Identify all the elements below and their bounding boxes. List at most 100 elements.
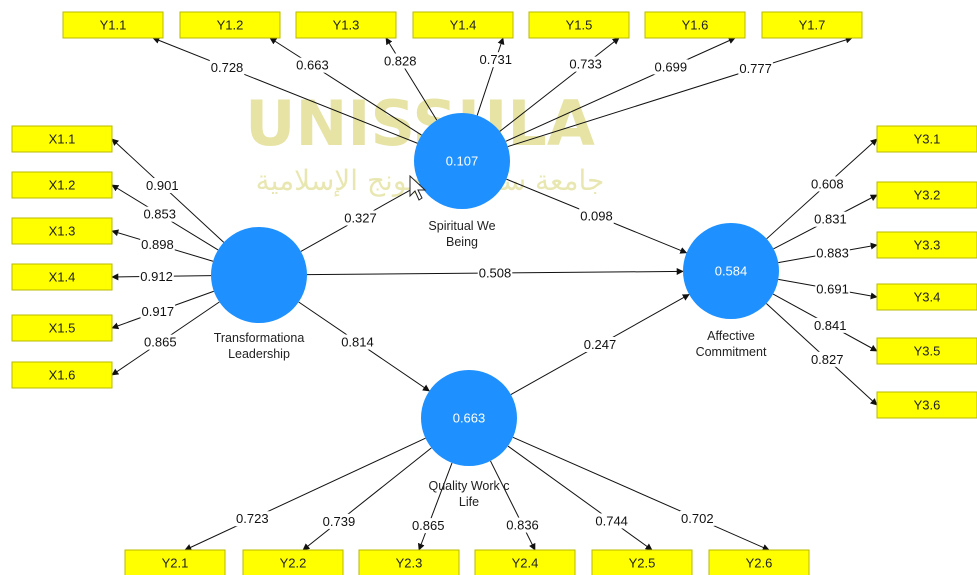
loading-label-y3-4: 0.691 bbox=[816, 282, 849, 297]
indicator-label: Y1.3 bbox=[333, 18, 360, 33]
latent-name-line: Being bbox=[446, 235, 478, 249]
indicator-y1-7: Y1.7 bbox=[761, 11, 863, 39]
loading-label-x1-5-bg bbox=[140, 303, 176, 319]
indicator-box bbox=[358, 549, 460, 575]
indicator-box bbox=[11, 217, 113, 245]
loading-label-y3-5: 0.841 bbox=[814, 318, 847, 333]
indicator-y3-6: Y3.6 bbox=[876, 391, 977, 419]
indicator-y1-5: Y1.5 bbox=[528, 11, 630, 39]
loading-label-y1-7: 0.777 bbox=[739, 61, 772, 76]
indicator-box bbox=[62, 11, 164, 39]
indicator-x1-3: X1.3 bbox=[11, 217, 113, 245]
latent-circle bbox=[421, 370, 517, 466]
loading-label-x1-3: 0.898 bbox=[141, 237, 174, 252]
loading-label-x1-1: 0.901 bbox=[146, 178, 179, 193]
indicator-box bbox=[124, 549, 226, 575]
r-squared-value: 0.107 bbox=[446, 154, 479, 169]
loading-label-y1-7-bg bbox=[738, 60, 773, 76]
loading-label-y1-2: 0.663 bbox=[296, 58, 329, 73]
indicator-box bbox=[876, 231, 977, 259]
loading-label-x1-6: 0.865 bbox=[144, 335, 177, 350]
indicator-label: Y3.5 bbox=[914, 344, 941, 359]
indicator-y2-5: Y2.5 bbox=[591, 549, 693, 575]
indicator-label: Y2.5 bbox=[629, 556, 656, 571]
indicator-y2-1: Y2.1 bbox=[124, 549, 226, 575]
loading-arrow-y2-6 bbox=[512, 436, 770, 551]
loading-label-y3-2: 0.831 bbox=[814, 212, 847, 227]
loading-label-x1-1-bg bbox=[145, 178, 180, 194]
loading-label-y3-5-bg bbox=[812, 317, 848, 333]
loading-label-x1-6-bg bbox=[143, 334, 178, 350]
r-squared-value: 0.584 bbox=[715, 264, 748, 279]
indicator-box bbox=[876, 181, 977, 209]
loading-label-y1-3-bg bbox=[382, 53, 418, 69]
loading-label-y1-3: 0.828 bbox=[384, 54, 417, 69]
indicator-box bbox=[528, 11, 630, 39]
indicator-label: X1.4 bbox=[49, 270, 76, 285]
latent-name-line: Life bbox=[459, 495, 479, 509]
loading-label-y3-1: 0.608 bbox=[811, 176, 844, 191]
latent-circle bbox=[414, 113, 510, 209]
latent-name-line: Leadership bbox=[228, 347, 290, 361]
loading-arrow-y2-3 bbox=[417, 462, 453, 551]
loading-label-x1-2-bg bbox=[142, 206, 178, 222]
loading-label-y2-3: 0.865 bbox=[412, 518, 445, 533]
indicator-label: Y1.7 bbox=[799, 18, 826, 33]
indicator-y3-4: Y3.4 bbox=[876, 283, 977, 311]
indicator-label: Y3.2 bbox=[914, 188, 941, 203]
indicator-y3-3: Y3.3 bbox=[876, 231, 977, 259]
loading-arrow-y1-4 bbox=[476, 37, 505, 116]
indicator-label: Y1.1 bbox=[100, 18, 127, 33]
indicator-y3-2: Y3.2 bbox=[876, 181, 977, 209]
indicator-y1-3: Y1.3 bbox=[295, 11, 397, 39]
loading-arrow-y1-6 bbox=[505, 37, 736, 142]
path-coefficient-tl-swb: 0.327 bbox=[344, 211, 377, 226]
loading-label-y2-2: 0.739 bbox=[323, 514, 356, 529]
loading-label-y1-1: 0.728 bbox=[211, 60, 244, 75]
indicator-label: Y1.2 bbox=[217, 18, 244, 33]
indicator-box bbox=[761, 11, 863, 39]
indicator-box bbox=[708, 549, 810, 575]
indicator-box bbox=[11, 314, 113, 342]
indicator-y2-2: Y2.2 bbox=[242, 549, 344, 575]
indicator-label: Y1.5 bbox=[566, 18, 593, 33]
loading-label-x1-5: 0.917 bbox=[142, 304, 175, 319]
indicator-x1-1: X1.1 bbox=[11, 125, 113, 153]
indicator-y1-4: Y1.4 bbox=[412, 11, 514, 39]
loading-label-y2-6-bg bbox=[680, 510, 715, 526]
path-coefficient-tl-qwl: 0.814 bbox=[341, 335, 374, 350]
indicator-box bbox=[876, 337, 977, 365]
loading-label-y1-6-bg bbox=[653, 59, 689, 75]
indicator-box bbox=[591, 549, 693, 575]
loading-label-y2-1-bg bbox=[235, 511, 270, 527]
path-coefficient-swb-ac-bg bbox=[579, 208, 614, 224]
indicator-box bbox=[876, 391, 977, 419]
loading-label-y1-5: 0.733 bbox=[569, 57, 602, 72]
loading-arrow-y1-3 bbox=[385, 37, 438, 121]
mouse-cursor-icon bbox=[409, 174, 427, 201]
indicator-box bbox=[11, 171, 113, 199]
loading-label-y2-1: 0.723 bbox=[236, 511, 269, 526]
loading-label-y3-3-bg bbox=[815, 245, 850, 261]
indicator-x1-2: X1.2 bbox=[11, 171, 113, 199]
indicator-box bbox=[11, 125, 113, 153]
indicator-box bbox=[11, 263, 113, 291]
path-coefficient-qwl-ac: 0.247 bbox=[584, 337, 617, 352]
indicator-y2-6: Y2.6 bbox=[708, 549, 810, 575]
indicator-box bbox=[876, 125, 977, 153]
loading-label-y2-4-bg bbox=[505, 517, 540, 533]
indicator-label: X1.1 bbox=[49, 132, 76, 147]
loading-label-y1-4-bg bbox=[478, 52, 514, 68]
indicator-x1-5: X1.5 bbox=[11, 314, 113, 342]
indicator-box bbox=[242, 549, 344, 575]
indicator-label: Y1.6 bbox=[682, 18, 709, 33]
indicator-box bbox=[474, 549, 576, 575]
loading-arrow-y1-2 bbox=[269, 37, 422, 136]
indicator-label: Y2.6 bbox=[746, 556, 773, 571]
indicator-label: Y2.1 bbox=[162, 556, 189, 571]
loading-label-x1-4: 0.912 bbox=[140, 269, 173, 284]
indicator-box bbox=[179, 11, 281, 39]
loading-label-y1-2-bg bbox=[295, 57, 330, 73]
latent-name-line: Transformationa bbox=[214, 331, 305, 345]
